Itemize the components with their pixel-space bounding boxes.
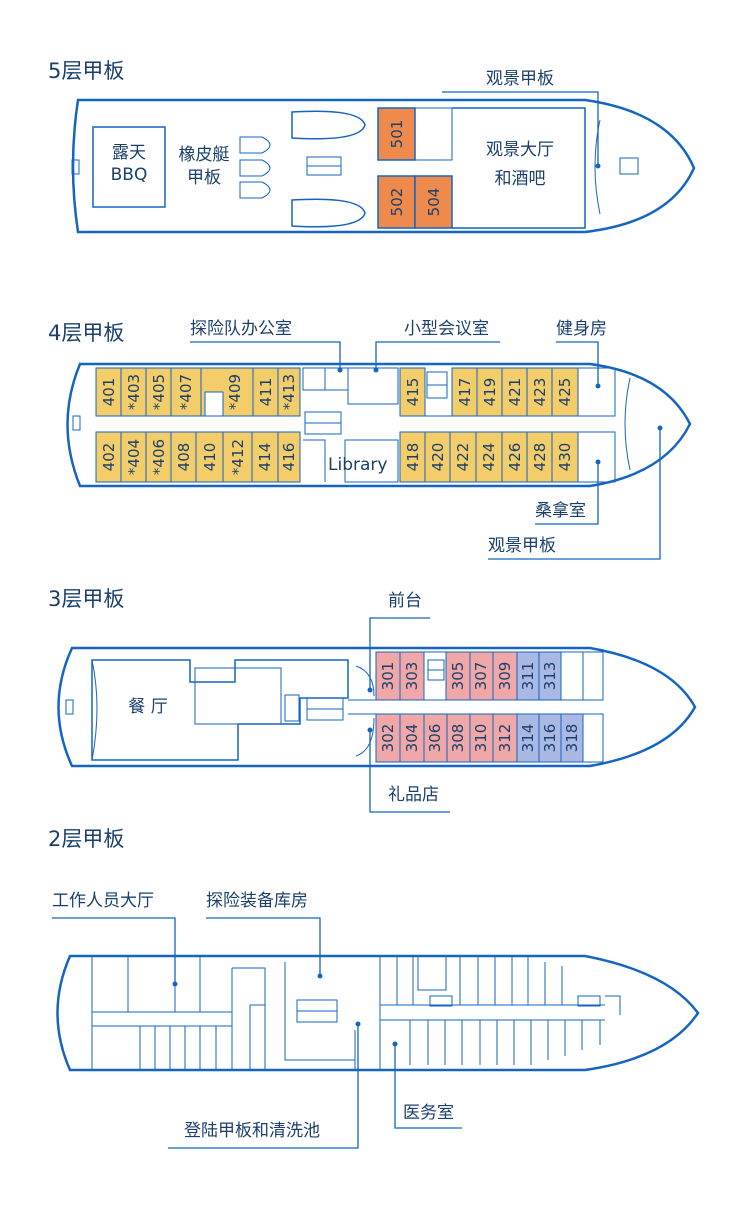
- room-428: 428: [531, 443, 549, 472]
- deck4-bottom-labels: 402 *404 *406 408 410 *412 414 416 418 4…: [100, 439, 574, 475]
- deck2-interior: [91, 955, 621, 1070]
- deck4-core: [302, 367, 448, 483]
- room-413: *413: [280, 374, 298, 410]
- room-301: 301: [379, 662, 397, 691]
- room-422: 422: [454, 443, 472, 472]
- deck3-top-labels: 301 303 305 307 309 311 313: [379, 662, 559, 691]
- room-308: 308: [449, 724, 467, 753]
- expedition-office-label: 探险队办公室: [190, 319, 292, 339]
- room-408: 408: [175, 443, 193, 472]
- deck2-hull: [56, 954, 700, 1072]
- room-401: 401: [100, 378, 118, 407]
- deck3-bottom-labels: 302 304 306 308 310 312 314 316 318: [379, 724, 581, 753]
- room-411: 411: [257, 378, 275, 407]
- dining-room: [91, 659, 349, 761]
- room-402: 402: [100, 443, 118, 472]
- bbq-area: [92, 126, 166, 208]
- room-414: 414: [256, 443, 274, 472]
- room-412: *412: [229, 439, 247, 475]
- deck5-title: 5层甲板: [48, 59, 124, 83]
- deck2-title: 2层甲板: [48, 827, 124, 851]
- room-407: *407: [177, 374, 195, 410]
- room-304: 304: [403, 724, 421, 753]
- lounge-label-1: 观景大厅: [486, 140, 554, 160]
- room-404: *404: [125, 439, 143, 475]
- room-502: 502: [388, 188, 406, 217]
- deck3-bottom-cabins: [375, 713, 604, 763]
- lounge-area: [452, 107, 586, 229]
- library-label: Library: [328, 455, 387, 475]
- room-420: 420: [429, 443, 447, 472]
- room-426: 426: [506, 443, 524, 472]
- room-421: 421: [506, 378, 524, 407]
- stern-vent: [71, 159, 80, 175]
- room-305: 305: [449, 662, 467, 691]
- raft-label-1: 橡皮艇: [179, 145, 230, 165]
- room-311: 311: [519, 662, 537, 691]
- room-313: 313: [541, 662, 559, 691]
- suite-502: [377, 175, 416, 229]
- room-417: 417: [456, 378, 474, 407]
- room-306: 306: [426, 724, 444, 753]
- room-318: 318: [563, 724, 581, 753]
- room-424: 424: [480, 443, 498, 472]
- deck4-top-labels: 401 *403 *405 *407 *409 411 *413 415 417…: [100, 374, 574, 410]
- deck4-observation-label: 观景甲板: [488, 536, 556, 556]
- gym-label: 健身房: [556, 319, 607, 339]
- gear-store-label: 探险装备库房: [206, 891, 308, 911]
- reception-label: 前台: [388, 591, 422, 611]
- room-416: 416: [280, 443, 298, 472]
- zodiac-boats: [239, 136, 271, 199]
- room-425: 425: [556, 378, 574, 407]
- room-314: 314: [519, 724, 537, 753]
- room-430: 430: [556, 443, 574, 472]
- lifeboat-top: [291, 110, 366, 140]
- bbq-label-2: BBQ: [111, 165, 148, 185]
- room-415: 415: [404, 378, 422, 407]
- suite-504: [414, 175, 453, 229]
- deck5: 5层甲板 露天 BBQ 橡皮艇 甲板 501 502 504 观景大厅 和酒吧: [48, 59, 696, 234]
- room-406: *406: [150, 439, 168, 475]
- deck2: 2层甲板: [48, 827, 700, 1149]
- room-403: *403: [125, 374, 143, 410]
- sauna-label: 桑拿室: [535, 500, 586, 521]
- meeting-room-label: 小型会议室: [404, 319, 489, 339]
- room-418: 418: [404, 443, 422, 472]
- room-410: 410: [201, 443, 219, 472]
- landing-deck-label: 登陆甲板和清洗池: [184, 1121, 320, 1141]
- gift-shop-label: 礼品店: [388, 785, 439, 805]
- room-501: 501: [388, 120, 406, 149]
- room-504: 504: [425, 188, 443, 217]
- deck3-top-cabins: [375, 651, 604, 701]
- deck4-title: 4层甲板: [48, 321, 124, 345]
- room-409: *409: [226, 374, 244, 410]
- room-307: 307: [472, 662, 490, 691]
- room-302: 302: [379, 724, 397, 753]
- raft-label-2: 甲板: [187, 168, 221, 188]
- bbq-label-1: 露天: [112, 143, 146, 163]
- lounge-label-2: 和酒吧: [495, 169, 546, 189]
- suite-501: [377, 107, 416, 161]
- deck5-observation-label: 观景甲板: [486, 69, 554, 89]
- medical-room-label: 医务室: [403, 1103, 454, 1123]
- bow-stairs: [619, 157, 639, 175]
- room-312: 312: [496, 724, 514, 753]
- dining-label: 餐 厅: [128, 697, 167, 717]
- room-419: 419: [481, 378, 499, 407]
- room-423: 423: [531, 378, 549, 407]
- room-316: 316: [541, 724, 559, 753]
- deck3: 3层甲板 餐 厅 301 303 3: [48, 587, 697, 813]
- deck4-bottom-cabins: [95, 431, 616, 483]
- crew-hall-label: 工作人员大厅: [52, 891, 154, 911]
- deck4: 4层甲板 401 *403 *405 *: [48, 319, 692, 560]
- deck4-top-cabins: [95, 367, 616, 417]
- lifeboat-bottom: [291, 198, 366, 228]
- room-405: *405: [150, 374, 168, 410]
- deck3-title: 3层甲板: [48, 587, 124, 611]
- room-310: 310: [472, 724, 490, 753]
- deck5-hull: [71, 98, 696, 234]
- room-303: 303: [403, 662, 421, 691]
- room-309: 309: [496, 662, 514, 691]
